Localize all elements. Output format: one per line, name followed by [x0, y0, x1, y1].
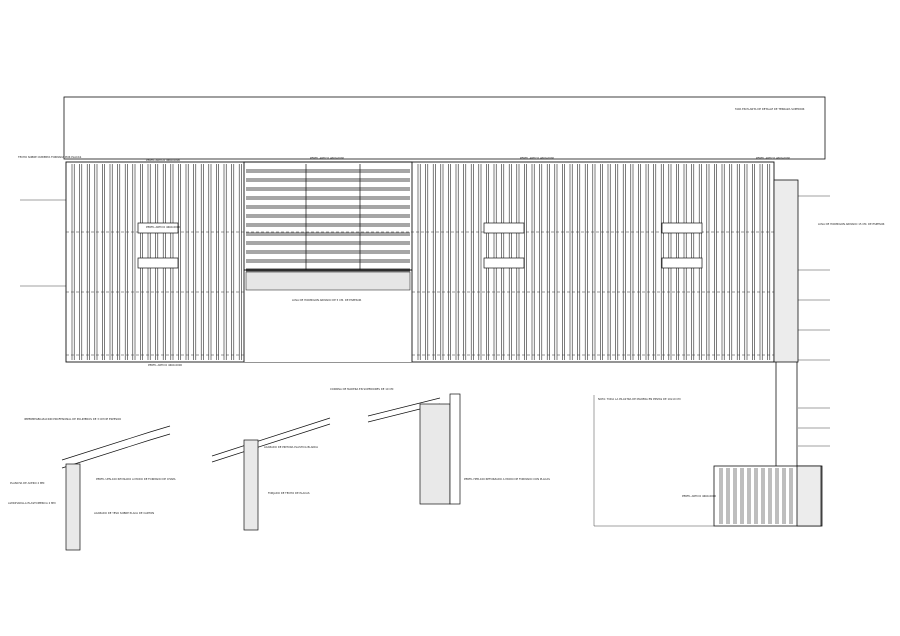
slab-note: LOSA DE HORMIGON ARMADO DE 5 CM. DE ESPE…: [292, 298, 361, 302]
svg-text:FORJADO DE TECHO DE PLACAS: FORJADO DE TECHO DE PLACAS: [268, 491, 310, 495]
general-note: NOTA: TODA LA PILASTRA DE MADERA EN PIEZ…: [598, 397, 680, 401]
right-note: LOSA DE HORMIGON ARMADO 15 CM. DE ESPESO…: [818, 222, 885, 226]
svg-text:ACABADO DE YESO SOBRE PLACA DE: ACABADO DE YESO SOBRE PLACA DE CARTON: [94, 511, 154, 515]
right-wall: [713, 179, 823, 527]
svg-text:PERFIL UPN-100 REVISADO A MODO: PERFIL UPN-100 REVISADO A MODO DE FORMAD…: [96, 477, 176, 481]
svg-text:ALMOHADILLA ELASTOMERICA 2 MM: ALMOHADILLA ELASTOMERICA 2 MM: [8, 501, 56, 505]
svg-text:PERFIL ARTICO 4660-0000: PERFIL ARTICO 4660-0000: [148, 363, 182, 367]
center-hatch-strip: [245, 271, 411, 291]
svg-text:CORNISA DE MADERA EN SUPERIORE: CORNISA DE MADERA EN SUPERIORES DE 10 CM: [330, 387, 393, 391]
svg-text:PERFIL ARTICO 4660-0000: PERFIL ARTICO 4660-0000: [682, 494, 716, 498]
leaders: [20, 195, 830, 527]
svg-text:PERFIL ARTICO 4660-0000: PERFIL ARTICO 4660-0000: [146, 158, 180, 162]
detail-labels: IMPERMEABILIZACION PROFESIONAL DE POLIME…: [8, 387, 550, 515]
plan-openings: [137, 222, 703, 269]
dashed-beams: [66, 231, 774, 356]
svg-text:PERFIL HEB-100 REFORZADO A MOD: PERFIL HEB-100 REFORZADO A MODO DE FORMA…: [464, 477, 550, 481]
svg-text:PERFIL ARTICO 4660-0000: PERFIL ARTICO 4660-0000: [310, 156, 344, 160]
svg-text:ACABADO DE PINTURA PLASTICA BL: ACABADO DE PINTURA PLASTICA BLANCA: [264, 445, 318, 449]
svg-text:PERFIL ARTICO 4660-0000: PERFIL ARTICO 4660-0000: [756, 156, 790, 160]
svg-text:PERFIL ARTICO 4660-0000: PERFIL ARTICO 4660-0000: [146, 225, 180, 229]
center-purlins: [246, 164, 410, 272]
svg-text:PLANCHA DE ACERO 2 MM: PLANCHA DE ACERO 2 MM: [10, 481, 44, 485]
top-note: TAPA EN PLANTA DE DETALLE DE TERRAZA SUP…: [735, 107, 805, 111]
svg-text:PERFIL ARTICO 4660-0000: PERFIL ARTICO 4660-0000: [520, 156, 554, 160]
top-roof-band: [63, 96, 826, 160]
left-header: TECHO SOBRE CUBIERTA FORMADA POR PLACAS: [18, 155, 82, 159]
svg-text:IMPERMEABILIZACION PROFESIONAL: IMPERMEABILIZACION PROFESIONAL DE POLIME…: [24, 417, 121, 421]
profile-labels: PERFIL ARTICO 4660-0000 PERFIL ARTICO 46…: [146, 156, 790, 498]
bottom-right-rafters: [719, 468, 793, 524]
section-details: [61, 393, 461, 551]
